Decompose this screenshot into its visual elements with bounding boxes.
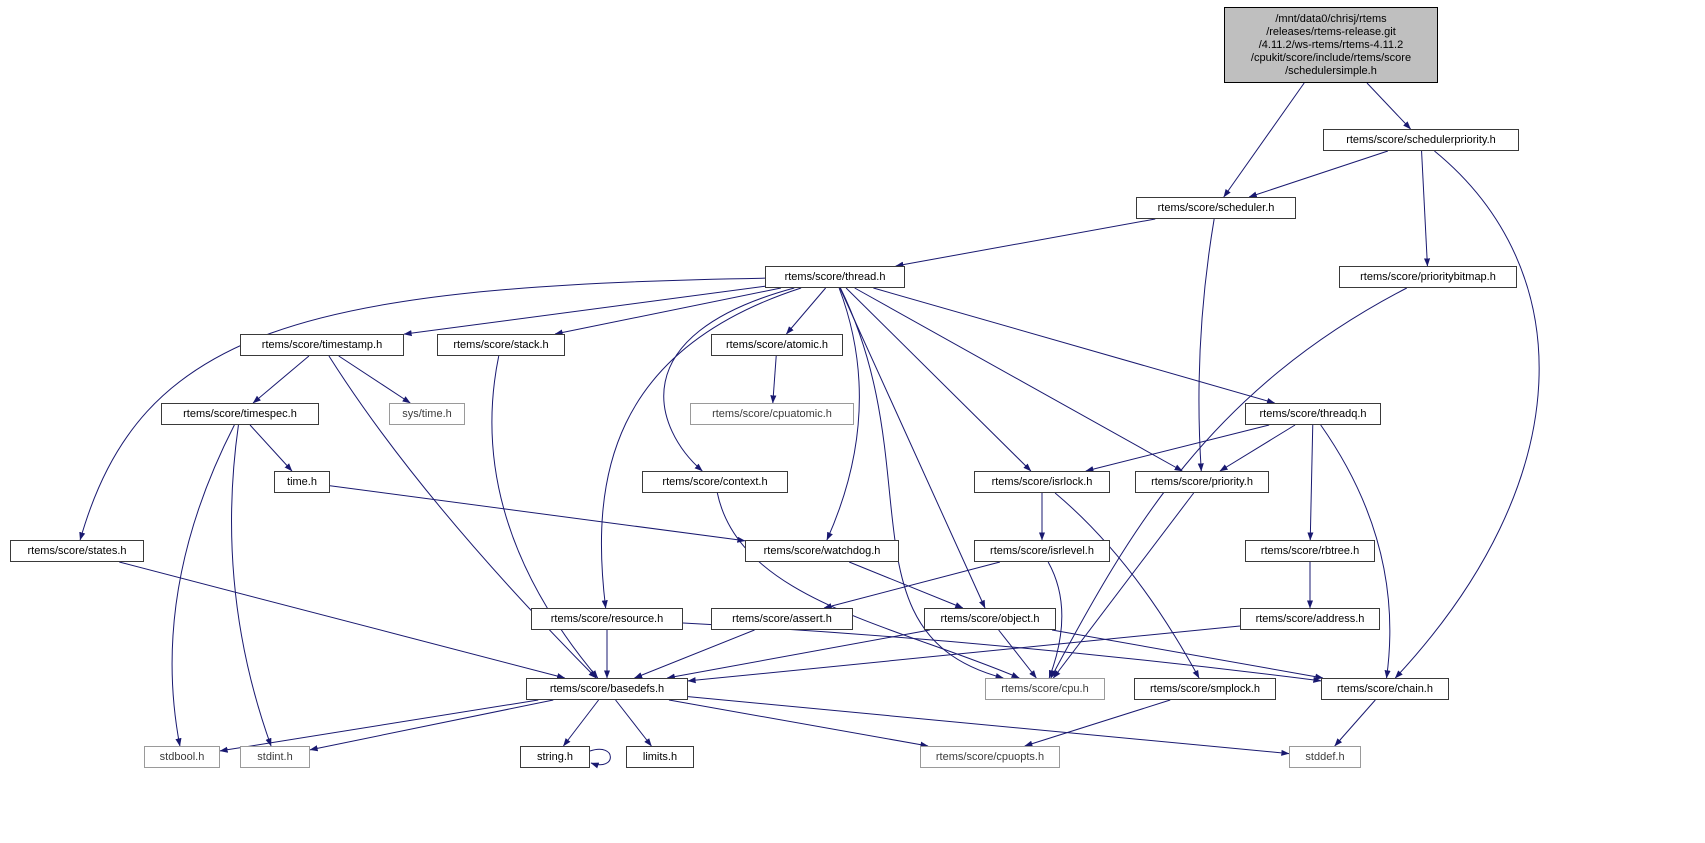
graph-node-schedulerpriority[interactable]: rtems/score/schedulerpriority.h	[1323, 129, 1519, 151]
edge-thread-watchdog	[826, 287, 860, 541]
graph-node-stddef: stddef.h	[1289, 746, 1361, 768]
graph-node-address[interactable]: rtems/score/address.h	[1240, 608, 1380, 630]
graph-node-isrlevel[interactable]: rtems/score/isrlevel.h	[974, 540, 1110, 562]
edge-basedefs-stdbool	[219, 699, 539, 753]
graph-node-stack[interactable]: rtems/score/stack.h	[437, 334, 565, 356]
graph-node-timestamp[interactable]: rtems/score/timestamp.h	[240, 334, 404, 356]
edge-time-watchdog	[329, 485, 746, 543]
edge-smplock-cpuopts	[1024, 699, 1171, 747]
edge-root-scheduler	[1223, 82, 1305, 198]
graph-node-cpuopts: rtems/score/cpuopts.h	[920, 746, 1060, 768]
edge-timestamp-timespec	[252, 355, 310, 404]
graph-node-context[interactable]: rtems/score/context.h	[642, 471, 788, 493]
edge-prioritybitmap-cpu	[1050, 287, 1408, 679]
graph-node-systime: sys/time.h	[389, 403, 465, 425]
graph-node-prioritybitmap[interactable]: rtems/score/prioritybitmap.h	[1339, 266, 1517, 288]
edge-timespec-stdint	[231, 424, 272, 747]
graph-node-time[interactable]: time.h	[274, 471, 330, 493]
graph-node-root: /mnt/data0/chrisj/rtems /releases/rtems-…	[1224, 7, 1438, 83]
graph-node-string[interactable]: string.h	[520, 746, 590, 768]
edge-object-basedefs	[666, 629, 930, 680]
graph-node-thread[interactable]: rtems/score/thread.h	[765, 266, 905, 288]
edge-thread-cpu	[839, 287, 1004, 680]
edge-thread-priority	[854, 287, 1183, 472]
graph-node-stdbool: stdbool.h	[144, 746, 220, 768]
edge-threadq-chain	[1320, 424, 1391, 679]
edge-chain-stddef	[1334, 699, 1376, 747]
graph-node-cpu: rtems/score/cpu.h	[985, 678, 1105, 700]
graph-node-scheduler[interactable]: rtems/score/scheduler.h	[1136, 197, 1296, 219]
edge-basedefs-cpuopts	[668, 699, 929, 748]
graph-node-smplock[interactable]: rtems/score/smplock.h	[1134, 678, 1276, 700]
edge-thread-states	[79, 277, 766, 541]
edge-thread-timestamp	[403, 285, 766, 337]
edge-thread-context	[663, 287, 795, 472]
edge-basedefs-stddef	[687, 696, 1290, 756]
graph-node-priority[interactable]: rtems/score/priority.h	[1135, 471, 1269, 493]
graph-node-watchdog[interactable]: rtems/score/watchdog.h	[745, 540, 899, 562]
edge-priority-cpu	[1052, 492, 1195, 679]
edge-context-cpu	[716, 492, 1020, 679]
edge-thread-threadq	[873, 287, 1276, 404]
edge-threadq-priority	[1219, 424, 1296, 472]
edge-address-basedefs	[687, 625, 1241, 684]
graph-node-atomic[interactable]: rtems/score/atomic.h	[711, 334, 843, 356]
edge-isrlevel-cpu	[1047, 561, 1063, 679]
graph-node-stdint: stdint.h	[240, 746, 310, 768]
graph-node-cpuatomic: rtems/score/cpuatomic.h	[690, 403, 854, 425]
edge-isrlock-smplock	[1054, 492, 1200, 679]
graph-node-isrlock[interactable]: rtems/score/isrlock.h	[974, 471, 1110, 493]
edge-basedefs-stdint	[309, 699, 554, 752]
edge-timespec-stdbool	[171, 424, 235, 747]
edge-thread-resource	[600, 287, 802, 609]
edge-scheduler-thread	[895, 218, 1156, 268]
graph-node-assert[interactable]: rtems/score/assert.h	[711, 608, 853, 630]
edge-schedulerpriority-chain	[1394, 150, 1540, 679]
edge-object-chain	[1051, 629, 1324, 680]
graph-node-states[interactable]: rtems/score/states.h	[10, 540, 144, 562]
graph-node-object[interactable]: rtems/score/object.h	[924, 608, 1056, 630]
edge-timespec-time	[249, 424, 293, 472]
graph-node-limits[interactable]: limits.h	[626, 746, 694, 768]
edge-timestamp-systime	[338, 355, 411, 404]
edge-root-schedulerpriority	[1366, 82, 1411, 130]
edge-basedefs-limits	[615, 699, 652, 747]
edge-thread-stack	[554, 287, 782, 336]
graph-node-chain[interactable]: rtems/score/chain.h	[1321, 678, 1449, 700]
edge-isrlevel-assert	[823, 561, 1001, 610]
edge-assert-basedefs	[634, 629, 755, 679]
edge-stack-basedefs	[491, 355, 599, 679]
graph-node-basedefs[interactable]: rtems/score/basedefs.h	[526, 678, 688, 700]
edge-states-basedefs	[119, 561, 566, 680]
graph-node-timespec[interactable]: rtems/score/timespec.h	[161, 403, 319, 425]
edge-scheduler-priority	[1197, 218, 1215, 472]
edge-timestamp-basedefs	[328, 355, 597, 679]
edge-schedulerpriority-scheduler	[1248, 150, 1388, 198]
edge-threadq-rbtree	[1307, 424, 1314, 541]
edge-object-cpu	[998, 629, 1037, 679]
edge-threadq-isrlock	[1085, 424, 1270, 473]
edge-thread-isrlock	[845, 287, 1032, 472]
edge-watchdog-object	[848, 561, 964, 609]
edge-atomic-cpuatomic	[770, 355, 777, 404]
edge-schedulerpriority-prioritybitmap	[1421, 150, 1431, 267]
edge-thread-object	[839, 287, 986, 609]
edge-string-string	[589, 748, 611, 769]
graph-node-rbtree[interactable]: rtems/score/rbtree.h	[1245, 540, 1375, 562]
edge-basedefs-string	[563, 699, 599, 747]
graph-node-threadq[interactable]: rtems/score/threadq.h	[1245, 403, 1381, 425]
edge-thread-atomic	[786, 287, 826, 335]
graph-node-resource[interactable]: rtems/score/resource.h	[531, 608, 683, 630]
